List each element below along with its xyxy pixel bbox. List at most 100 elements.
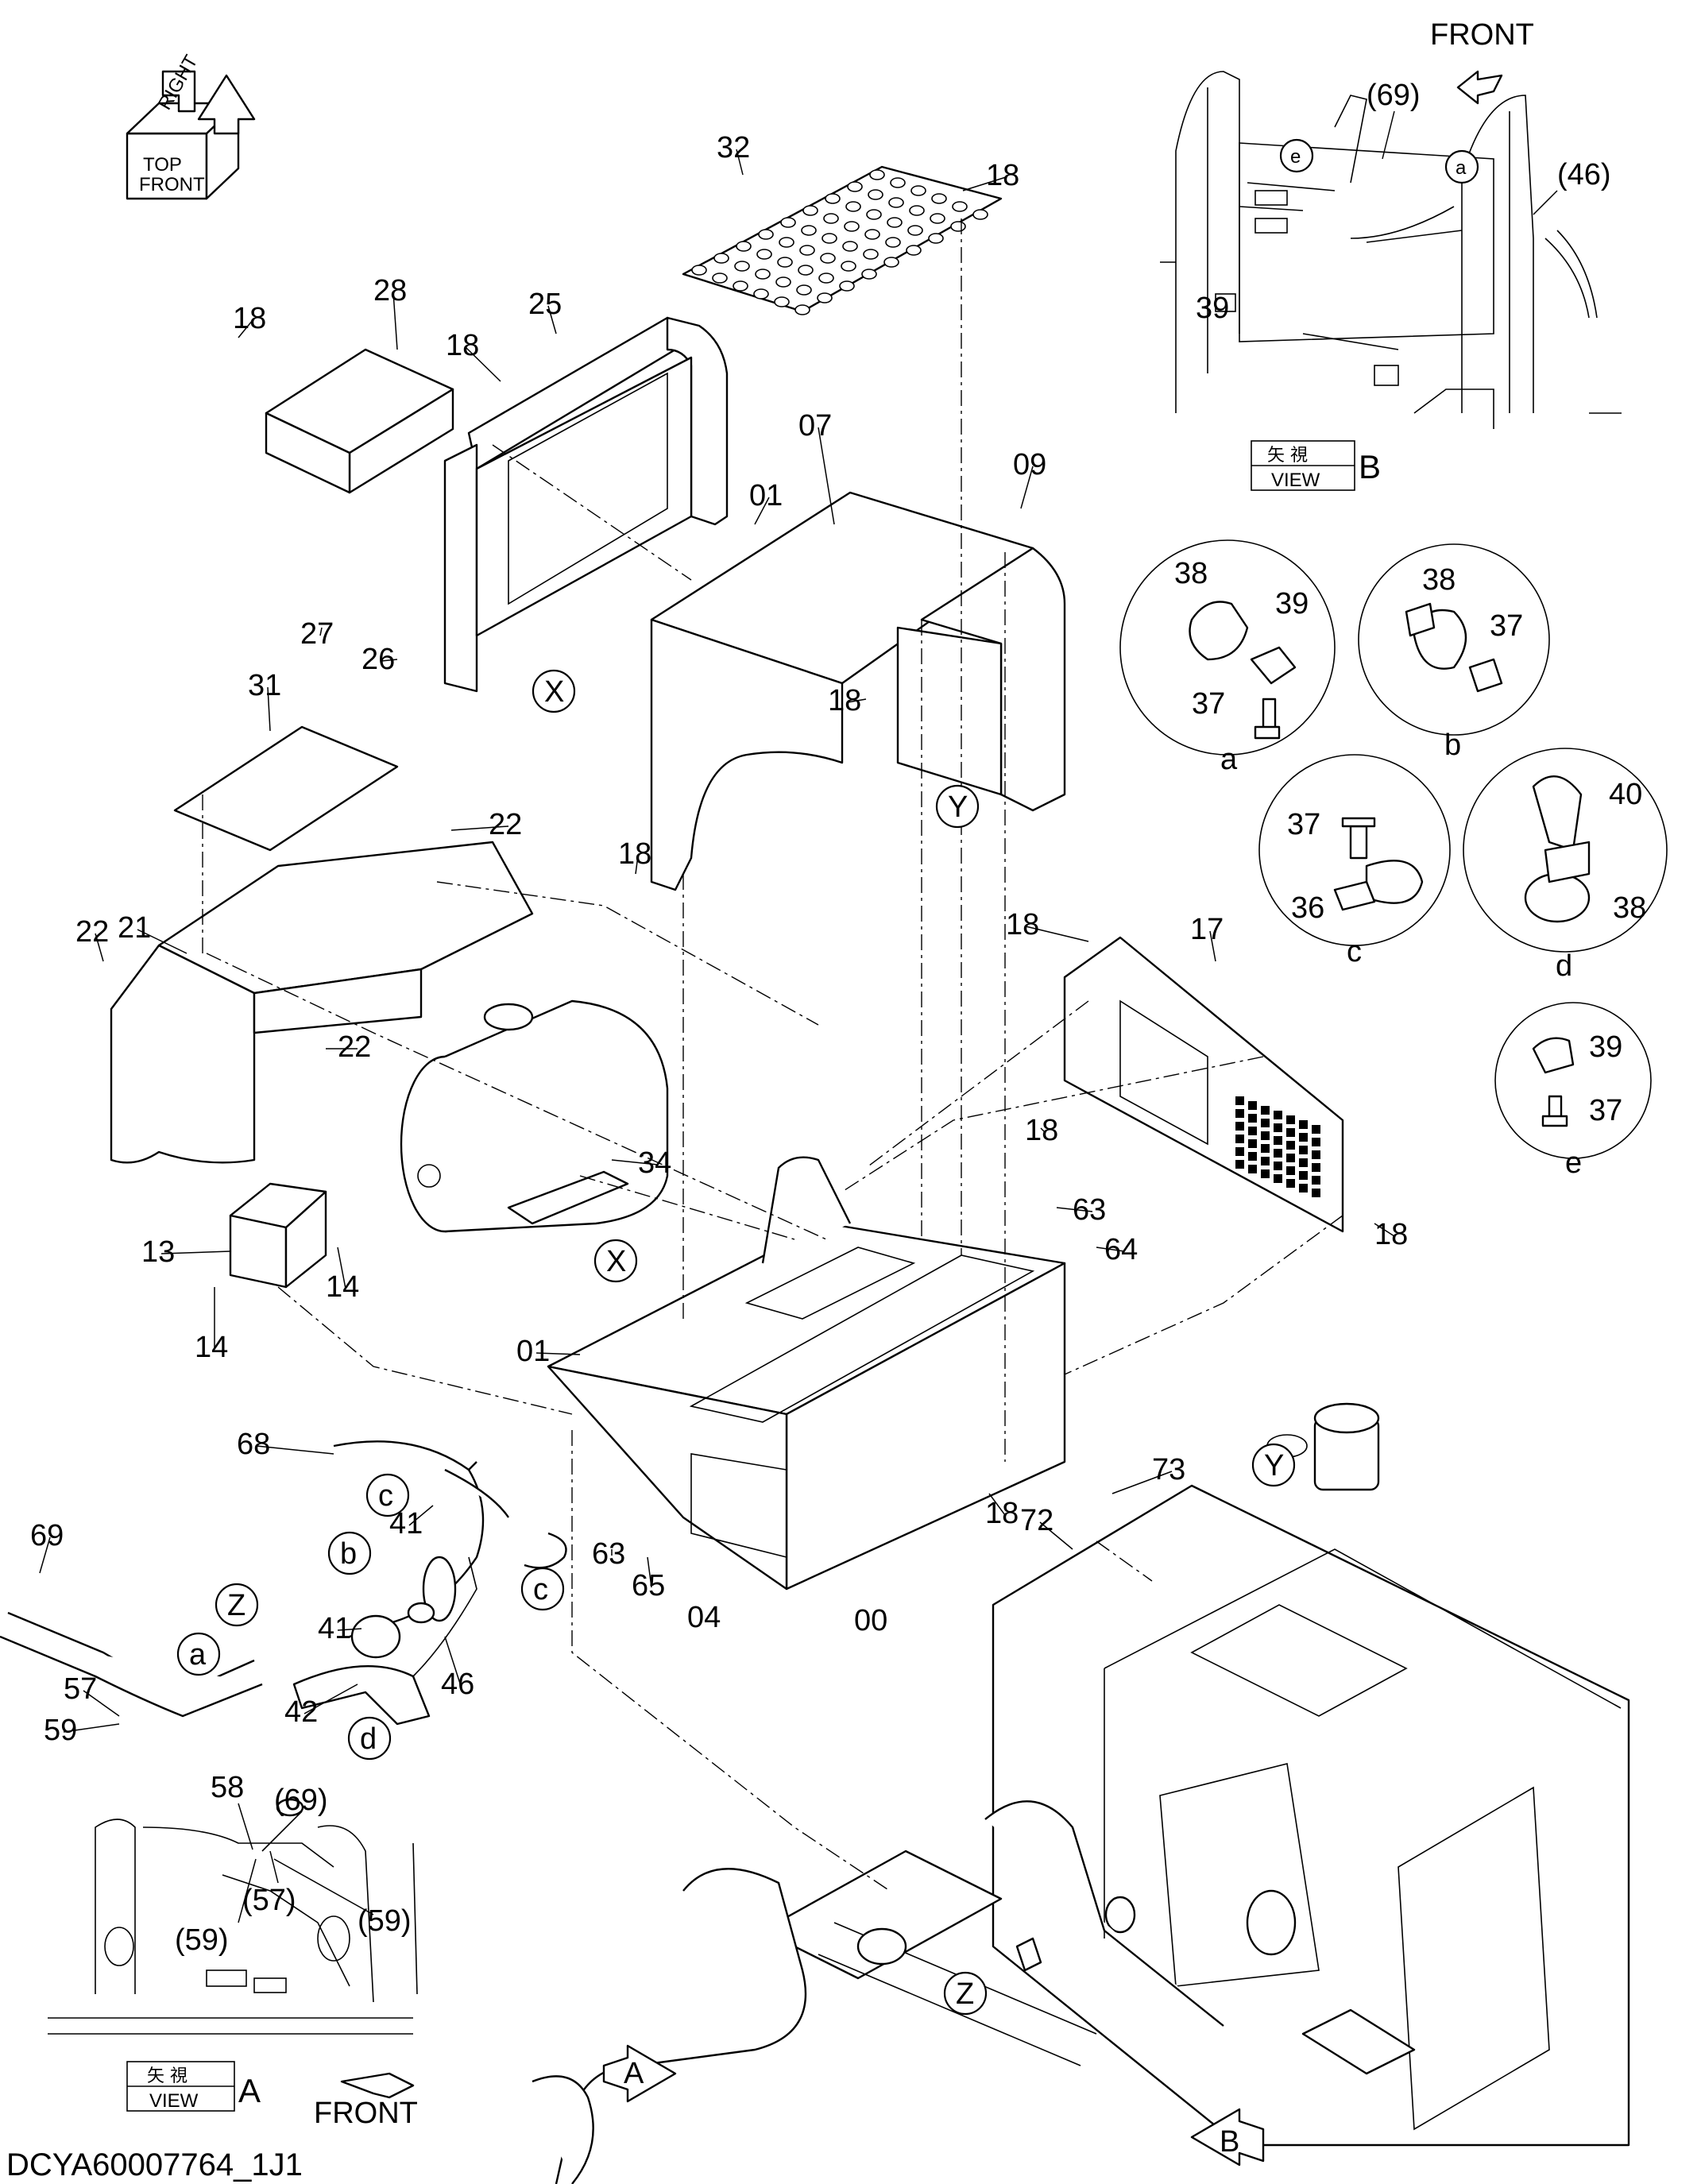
louver-slot [1274, 1174, 1282, 1183]
leader-line [83, 1690, 120, 1717]
view-b-inset: FRONT (69) (46) 39 e a 矢 視 VIEW B [1160, 18, 1622, 491]
perforation-hole [861, 269, 877, 280]
reference-circle-label: b [340, 1537, 357, 1571]
part-callout-14: 14 [326, 1270, 359, 1304]
leader-line [1020, 466, 1034, 509]
leader-line [736, 149, 744, 176]
view-b-callout-69: (69) [1367, 79, 1421, 112]
perforation-hole [864, 229, 880, 240]
leader-line [818, 427, 835, 525]
louver-slot [1286, 1179, 1295, 1188]
reference-circle-label: X [544, 675, 564, 709]
svg-text:矢 視: 矢 視 [1267, 446, 1308, 466]
perforation-hole [780, 217, 796, 228]
part-callout-34: 34 [638, 1146, 671, 1180]
perforation-hole [844, 221, 860, 232]
louver-slot [1286, 1166, 1295, 1175]
perforation-hole [712, 273, 728, 284]
part-callout-69: 69 [30, 1519, 64, 1552]
reference-circle-X [532, 669, 576, 713]
reference-circle-label: Y [948, 790, 968, 824]
view-a-callout-69: (69) [274, 1784, 328, 1817]
perforation-hole [774, 296, 790, 307]
part-callout-31: 31 [248, 669, 281, 702]
perforation-hole [883, 257, 899, 268]
part-callout-18: 18 [233, 302, 266, 335]
part-callout-68: 68 [237, 1428, 270, 1461]
louver-slot [1261, 1144, 1270, 1153]
svg-text:e: e [1290, 146, 1301, 168]
leader-line [337, 1628, 362, 1631]
detail-circle-d: 40 38 d [1463, 748, 1668, 983]
part-callout-22: 22 [75, 915, 109, 949]
leader-line [988, 1493, 1006, 1516]
part-07-cover [650, 491, 1066, 891]
part-callout-59: 59 [44, 1714, 77, 1747]
part-17-panel [1063, 936, 1344, 1233]
part-callout-42: 42 [284, 1695, 318, 1729]
reference-circle-a [176, 1632, 221, 1676]
orientation-marker: TOP FRONT RIGHT [126, 52, 256, 200]
louver-slot [1261, 1169, 1270, 1178]
louver-slot [1286, 1141, 1295, 1150]
louver-slot [1274, 1123, 1282, 1132]
svg-text:矢 視: 矢 視 [147, 2066, 187, 2086]
view-b-callout-39: 39 [1196, 292, 1229, 325]
part-callout-18: 18 [828, 684, 861, 717]
perforation-hole [734, 261, 750, 272]
callout-labels: 0001010407091314141718181818181818181821… [30, 131, 1408, 1747]
perforation-hole [822, 233, 837, 244]
perforation-hole [887, 217, 903, 228]
louver-slot [1312, 1163, 1320, 1172]
view-a-inset: 58 (69) (57) (59) (59) 矢 視 VIEW A FRONT [48, 1771, 418, 2130]
leader-line [267, 686, 271, 732]
leader-line [1111, 1471, 1173, 1494]
part-31-plate [173, 725, 399, 852]
part-callout-18: 18 [618, 837, 651, 871]
perforation-hole [869, 169, 885, 180]
leader-line [465, 346, 501, 382]
reference-circle-label: X [606, 1245, 626, 1278]
detail-c-part-36: 36 [1291, 891, 1324, 925]
view-a-callout-59-right: (59) [358, 1904, 412, 1938]
detail-b-part-37: 37 [1490, 609, 1523, 643]
reference-circle-label: d [360, 1722, 377, 1756]
part-callout-22: 22 [489, 808, 522, 841]
louver-slot [1299, 1184, 1308, 1193]
louver-slot [1248, 1152, 1257, 1161]
louver-slot [1261, 1157, 1270, 1165]
louver-slot [1299, 1158, 1308, 1167]
leader-line [392, 292, 398, 350]
detail-circle-c: 37 36 c [1258, 754, 1451, 968]
part-13-box [229, 1182, 327, 1289]
detail-c-part-37: 37 [1287, 808, 1320, 841]
leader-line [1056, 1207, 1093, 1212]
part-callout-27: 27 [300, 617, 334, 651]
louver-slot [1312, 1189, 1320, 1197]
part-callout-32: 32 [717, 131, 750, 164]
louver-slot [1274, 1149, 1282, 1158]
detail-b-part-38: 38 [1422, 563, 1456, 597]
svg-text:B: B [1220, 2125, 1239, 2159]
part-callout-73: 73 [1152, 1453, 1185, 1486]
perforation-hole [691, 265, 707, 276]
perforation-hole [733, 280, 748, 292]
orientation-top: TOP [143, 154, 182, 176]
perforation-hole [713, 253, 729, 264]
reference-circle-label: Y [1264, 1449, 1284, 1482]
reference-circle-b [327, 1531, 372, 1575]
leader-line [444, 1636, 462, 1687]
leader-line [754, 497, 770, 525]
detail-circle-a: 38 39 37 a [1119, 539, 1336, 776]
reference-circle-Y [1251, 1443, 1296, 1487]
perforation-hole [799, 245, 815, 256]
louver-slot [1248, 1139, 1257, 1148]
louver-slot [1274, 1136, 1282, 1145]
view-a-callout-57: (57) [242, 1884, 296, 1917]
perforation-hole [736, 241, 752, 252]
perforation-hole [796, 284, 812, 296]
leader-line [238, 319, 253, 338]
leader-line [535, 1352, 581, 1355]
perforation-hole [755, 269, 771, 280]
perforation-hole [907, 225, 923, 236]
